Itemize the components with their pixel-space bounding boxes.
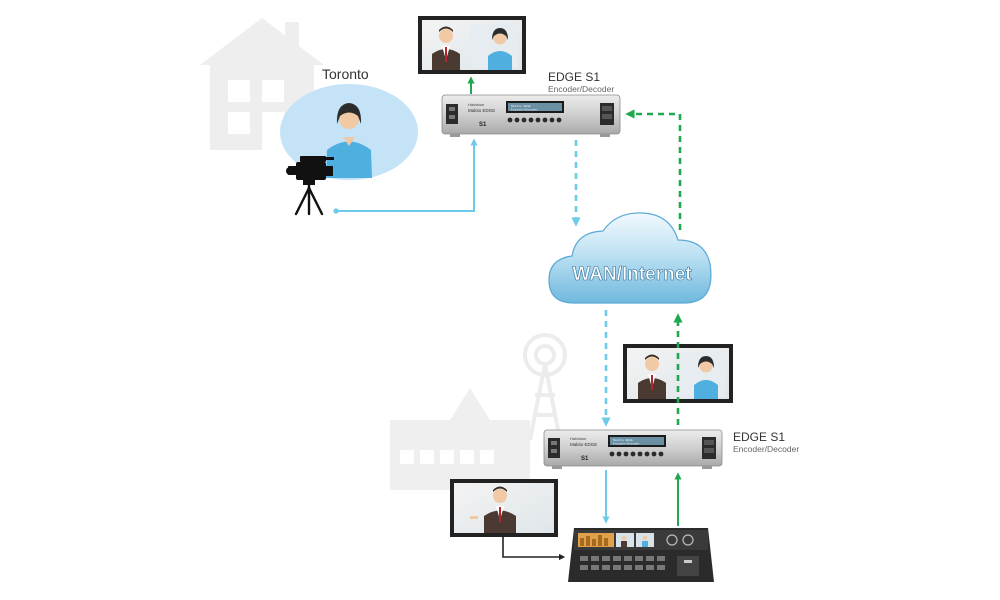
device-badge: S1 [479,122,487,128]
tv-top [418,16,526,74]
device-badge: S1 [581,456,589,462]
cloud-label: WAN/Internet [572,264,692,285]
cloud-icon: WAN/Internet [548,212,712,304]
edge-top-title: EDGE S1 [548,70,601,84]
edge-label-top: EDGE S1 Encoder/Decoder [548,70,615,95]
edge-label-bottom: EDGE S1 Encoder/Decoder [733,430,800,455]
flow-tv-to-switcher [502,537,566,561]
tv-bottom [450,479,558,537]
device-lcd: Encoder/Decoder [511,108,538,112]
tv-middle [623,344,733,403]
device-lcd: Encoder/Decoder [613,442,640,446]
edge-bottom-title: EDGE S1 [733,430,786,444]
location-label: Toronto [322,66,369,82]
edge-device-top: Haivision Makito EDGE Makito EDGE Encode… [441,94,621,137]
flow-camera-to-encoder [333,138,478,214]
device-lcd: Makito EDGE [511,104,531,108]
edge-bottom-subtitle: Encoder/Decoder [733,444,800,454]
switcher-icon [568,528,714,582]
device-model: Makito EDGE [468,108,495,113]
device-logo: Haivision [570,436,586,441]
edge-top-subtitle: Encoder/Decoder [548,84,615,94]
flow-wan-to-decoder [625,109,682,230]
device-model: Makito EDGE [570,442,597,447]
tripod-icon [294,180,324,216]
edge-device-bottom: Haivision Makito EDGE Makito EDGE Encode… [543,429,723,469]
camera-icon [286,156,334,180]
device-logo: Haivision [468,102,484,107]
studio-icon [390,388,530,490]
device-lcd: Makito EDGE [613,438,633,442]
tower-icon [523,333,567,441]
